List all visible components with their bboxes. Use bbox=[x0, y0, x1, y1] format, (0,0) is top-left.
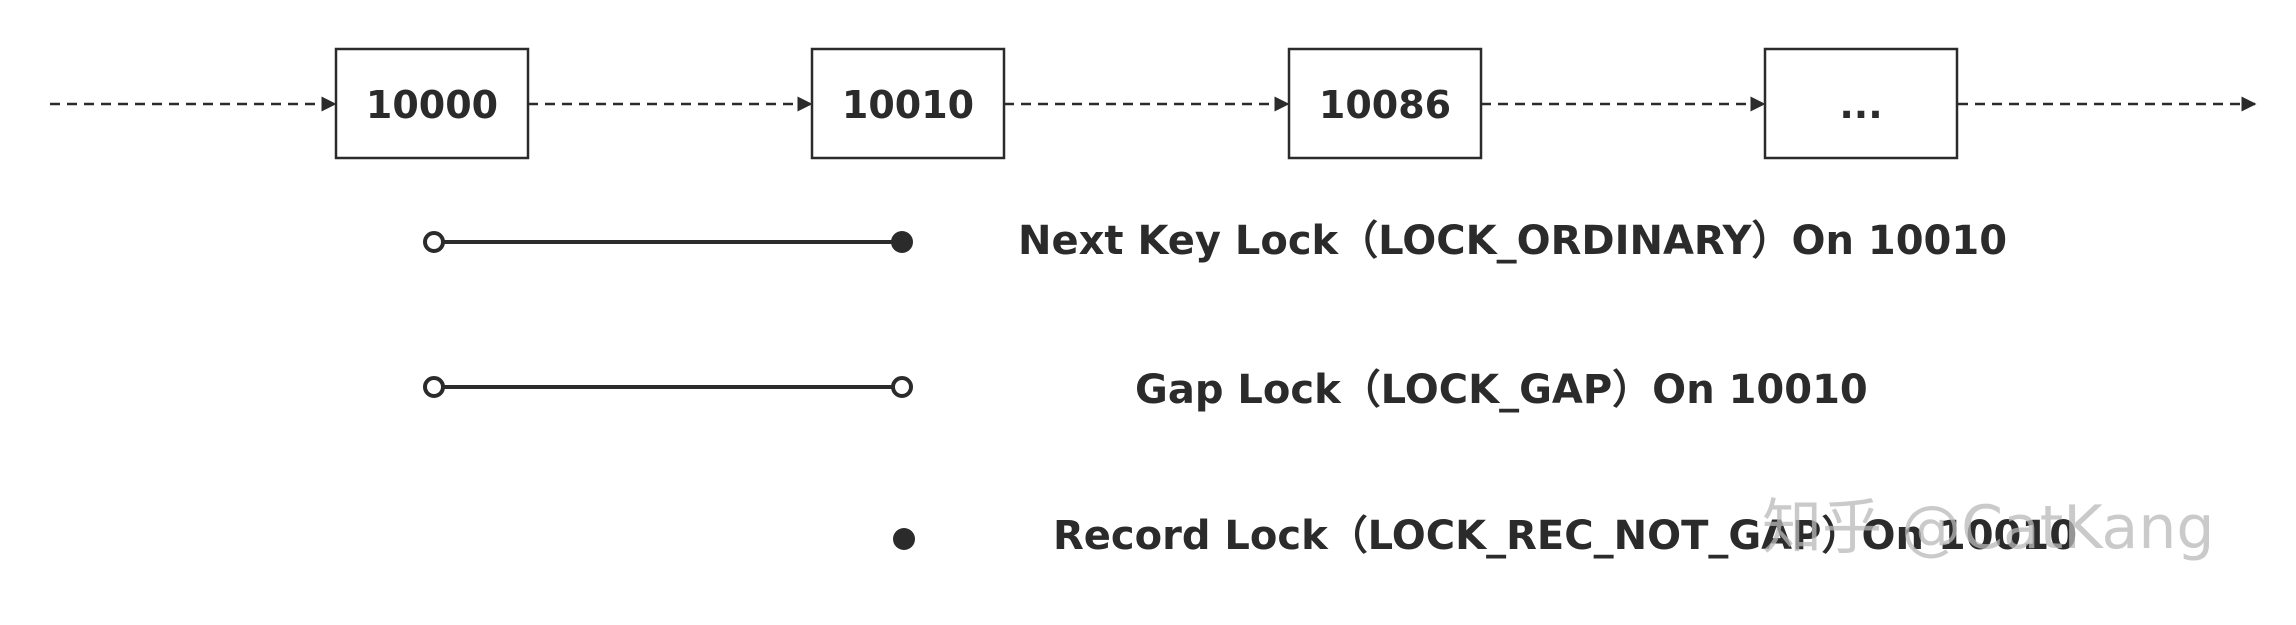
record-node-2-label: 10010 bbox=[842, 83, 974, 127]
record-node-4-label: ... bbox=[1839, 83, 1882, 127]
next-key-lock-label: Next Key Lock（LOCK_ORDINARY）On 10010 bbox=[1018, 218, 2007, 264]
next-key-lock-range bbox=[423, 231, 913, 253]
record-node-4: ... bbox=[1763, 47, 1959, 160]
record-node-2: 10010 bbox=[810, 47, 1006, 160]
open-endpoint-icon bbox=[423, 231, 445, 253]
gap-lock-label: Gap Lock（LOCK_GAP）On 10010 bbox=[1135, 367, 1868, 413]
record-node-3: 10086 bbox=[1287, 47, 1483, 160]
record-node-3-label: 10086 bbox=[1319, 83, 1451, 127]
gap-lock-range bbox=[423, 376, 913, 398]
watermark: 知乎 @CatKang bbox=[1762, 493, 2214, 563]
closed-endpoint-icon bbox=[891, 231, 913, 253]
record-node-1: 10000 bbox=[334, 47, 530, 160]
open-endpoint-icon bbox=[423, 376, 445, 398]
record-node-1-label: 10000 bbox=[366, 83, 498, 127]
record-lock-point-icon bbox=[893, 528, 915, 550]
open-endpoint-icon bbox=[891, 376, 913, 398]
record-lock-label: Record Lock（LOCK_REC_NOT_GAP）On 10010 bbox=[1053, 513, 2077, 559]
